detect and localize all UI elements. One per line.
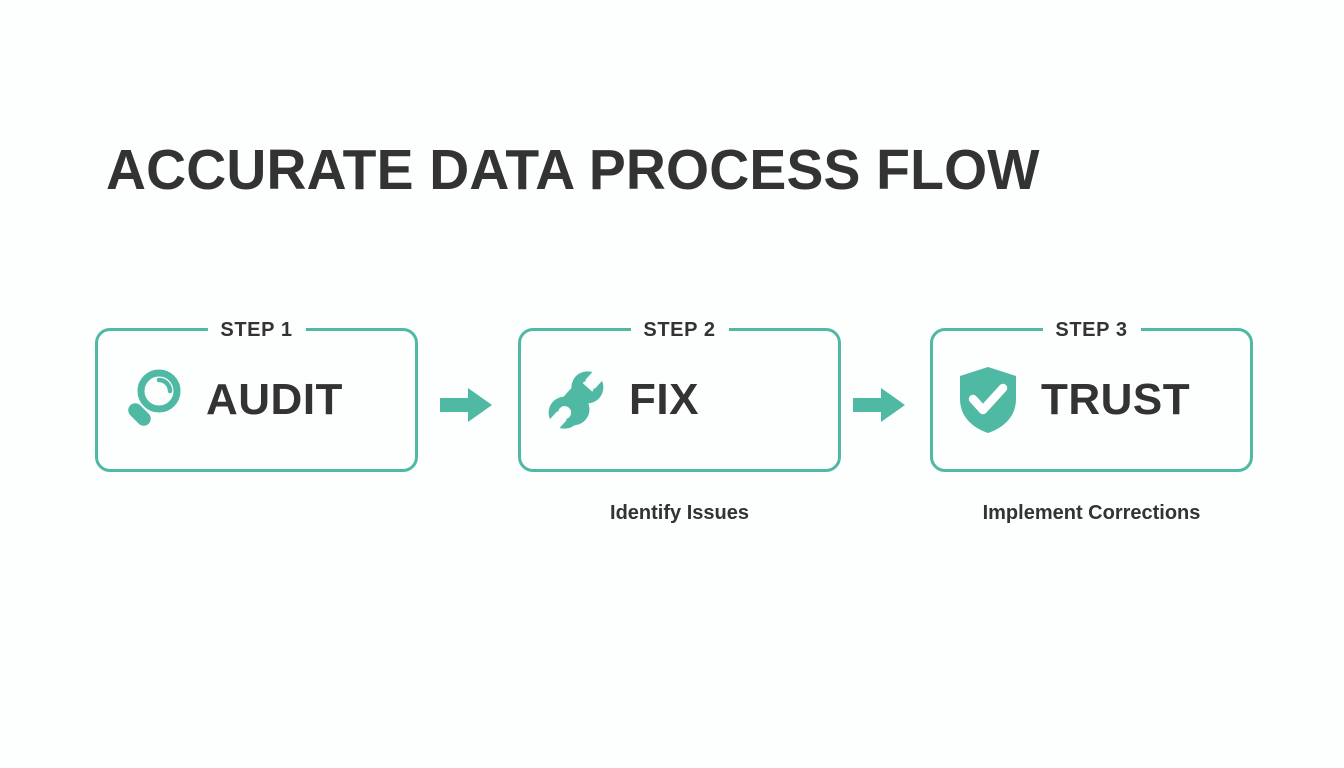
step-card-3[interactable]: STEP 3 TRUST [930,317,1253,472]
step-item-3[interactable]: STEP 3 TRUST Implement Corrections [930,312,1253,552]
magnifier-icon [128,369,181,426]
arrow-right-icon [853,388,905,422]
step-word-2: FIX [629,375,699,424]
step-badge-3: STEP 3 [1042,317,1141,343]
step-item-2[interactable]: STEP 2 FIX Identify I [518,312,841,552]
step-caption-2: Identify Issues [610,502,749,524]
process-flow: STEP 1 AUDIT STEP 2 [95,312,1253,552]
step-card-content-1: AUDIT [98,331,415,469]
page-title: ACCURATE DATA PROCESS FLOW [106,138,1040,202]
step-card-content-3: TRUST [933,331,1250,469]
shield-check-icon [960,367,1016,433]
arrow-right-icon [440,388,492,422]
wrench-icon [547,369,605,431]
step-badge-2: STEP 2 [630,317,729,343]
step-card-content-2: FIX [521,331,838,469]
step-word-3: TRUST [1041,375,1191,424]
step-item-1[interactable]: STEP 1 AUDIT [95,312,418,552]
step-card-1[interactable]: STEP 1 AUDIT [95,317,418,472]
step-word-1: AUDIT [206,375,343,424]
step-badge-1: STEP 1 [207,317,306,343]
step-caption-3: Implement Corrections [982,502,1201,524]
step-card-2[interactable]: STEP 2 FIX [518,317,841,472]
